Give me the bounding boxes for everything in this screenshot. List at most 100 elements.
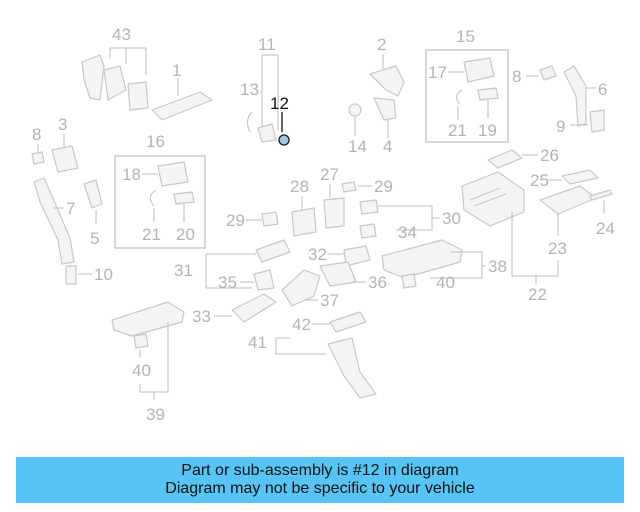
part-17-vent <box>463 57 495 83</box>
callout-21: 21 <box>448 121 467 140</box>
part-42-trim <box>329 311 367 333</box>
callout-8-left: 8 <box>32 125 41 144</box>
part-25-mat <box>561 169 599 185</box>
callout-24: 24 <box>596 219 615 238</box>
box-16 <box>114 155 206 249</box>
callout-8: 8 <box>512 67 521 86</box>
part-29-clip-b <box>261 211 279 227</box>
bracket-31 <box>205 253 256 289</box>
callout-40: 40 <box>436 273 455 292</box>
callout-35: 35 <box>218 273 237 292</box>
callout-43: 43 <box>112 25 131 44</box>
callout-15: 15 <box>456 27 475 46</box>
callout-13: 13 <box>240 80 259 99</box>
part-33-duct <box>231 293 277 323</box>
callout-28: 28 <box>290 177 309 196</box>
part-22-detail <box>469 187 507 207</box>
part-38-panel <box>381 239 463 279</box>
part-30-nozzle <box>359 199 379 215</box>
callout-32: 32 <box>308 245 327 264</box>
callout-3: 3 <box>58 115 67 134</box>
bracket-41 <box>275 337 326 355</box>
callout-31: 31 <box>174 261 193 280</box>
part-6-duct <box>563 65 587 127</box>
callout-14: 14 <box>348 137 367 156</box>
part-36-duct <box>319 261 357 287</box>
part-1-panel <box>151 78 213 121</box>
part-19-clip <box>477 87 499 101</box>
part-23-tray <box>539 185 597 215</box>
bracket-39 <box>139 322 169 400</box>
part-18-vent <box>157 161 189 187</box>
callout-26: 26 <box>540 146 559 165</box>
callout-22: 22 <box>528 285 547 304</box>
callout-17: 17 <box>428 63 447 82</box>
part-40-clip-b <box>133 333 149 349</box>
part-9-vent <box>589 109 605 133</box>
part-20-clip <box>173 191 195 205</box>
callout-2: 2 <box>377 35 386 54</box>
bracket-38 <box>430 251 486 279</box>
callout-38: 38 <box>488 257 507 276</box>
callout-9: 9 <box>556 117 565 136</box>
part-21-hose-a <box>455 89 463 105</box>
banner-line-1: Part or sub-assembly is #12 in diagram <box>181 462 459 479</box>
info-banner: Part or sub-assembly is #12 in diagram D… <box>16 457 624 503</box>
bracket-22 <box>511 212 559 284</box>
callout-5: 5 <box>90 229 99 248</box>
part-8-knob <box>539 65 557 81</box>
callout-30: 30 <box>442 209 461 228</box>
part-13-hose <box>246 111 253 133</box>
part-27-vent <box>323 197 345 229</box>
callout-33: 33 <box>192 307 211 326</box>
part-10-clip <box>65 265 77 285</box>
part-21-hose-b <box>149 189 157 207</box>
part-12-highlighted <box>278 134 290 146</box>
callout-16: 16 <box>146 132 165 151</box>
callout-19: 19 <box>478 121 497 140</box>
banner-line-2: Diagram may not be specific to your vehi… <box>165 480 475 497</box>
callout-40-b: 40 <box>132 361 151 380</box>
part-7-duct <box>33 177 75 265</box>
callout-23: 23 <box>548 239 567 258</box>
parts-diagram: 43 1 11 13 12 2 4 14 15 17 21 19 8 6 9 8… <box>31 25 615 424</box>
callout-7: 7 <box>66 199 75 218</box>
callout-11: 11 <box>258 35 276 54</box>
callout-1: 1 <box>172 61 181 80</box>
callout-10: 10 <box>94 265 113 284</box>
callout-21-b: 21 <box>142 225 161 244</box>
part-37-duct <box>281 269 321 307</box>
callout-18: 18 <box>122 165 141 184</box>
part-4-duct <box>373 97 397 121</box>
part-35-vent <box>253 269 275 291</box>
callout-12-highlighted: 12 <box>270 94 289 113</box>
bracket-11 <box>261 54 279 130</box>
callout-39: 39 <box>146 405 165 424</box>
part-34-clip <box>359 223 377 239</box>
callout-6: 6 <box>598 80 607 99</box>
part-39-panel <box>111 301 185 337</box>
callout-20: 20 <box>176 225 195 244</box>
part-8-left <box>31 151 45 165</box>
part-28-vent <box>291 207 317 237</box>
part-31-vent <box>255 239 291 263</box>
callout-41: 41 <box>248 333 267 352</box>
part-40-clip <box>401 273 417 289</box>
part-29-clip <box>341 181 357 193</box>
part-26-cover <box>487 149 523 169</box>
callout-4: 4 <box>383 137 392 156</box>
callout-27: 27 <box>320 165 339 184</box>
part-2-duct <box>369 65 405 97</box>
part-5-bracket <box>83 179 103 209</box>
callout-29: 29 <box>374 177 393 196</box>
part-14-clip <box>348 103 362 117</box>
part-43-assembly <box>81 47 149 111</box>
part-41-duct <box>327 337 377 399</box>
callout-37: 37 <box>320 291 339 310</box>
part-3-vent <box>51 145 79 173</box>
part-24-strip <box>589 189 613 201</box>
callout-34: 34 <box>398 223 417 242</box>
callout-42: 42 <box>292 315 311 334</box>
callout-25: 25 <box>530 171 549 190</box>
box-15 <box>425 49 509 143</box>
